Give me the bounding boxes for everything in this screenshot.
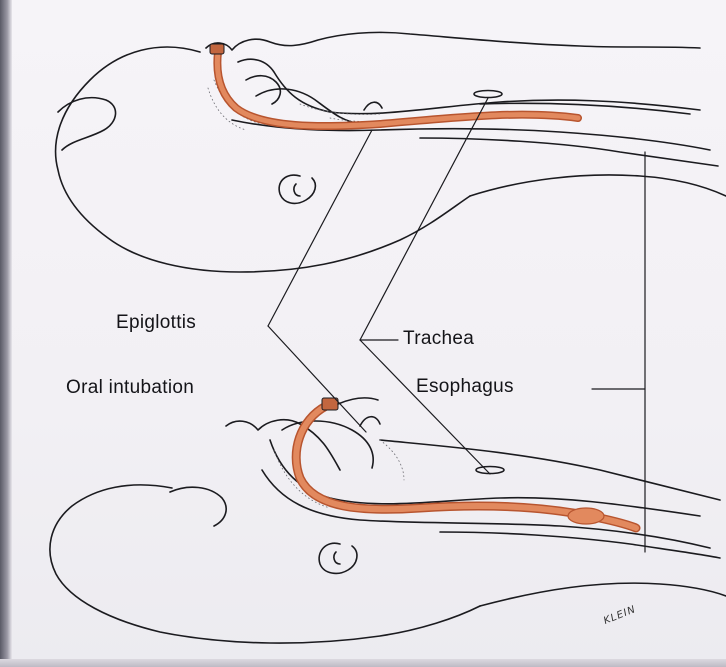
bottom-chin [170, 487, 226, 526]
bottom-tube-cuff [568, 508, 604, 524]
top-neck-back [470, 175, 726, 196]
bottom-ear-inner [334, 552, 340, 564]
bottom-head [50, 398, 726, 643]
top-tube-connector [210, 44, 224, 54]
bottom-neck-back [480, 583, 726, 606]
label-esophagus: Esophagus [416, 376, 514, 398]
top-cartilage [474, 91, 502, 98]
bottom-cartilage [476, 467, 504, 474]
top-chin [58, 98, 116, 150]
top-head [56, 32, 726, 272]
bottom-epiglottis [360, 417, 380, 426]
leader-epiglottis-top [268, 130, 372, 326]
label-oral-intubation: Oral intubation [66, 377, 194, 399]
leader-trachea-top [360, 98, 488, 340]
top-epiglottis [364, 102, 382, 110]
label-epiglottis: Epiglottis [116, 312, 196, 334]
top-airway-upper [238, 59, 700, 113]
label-trachea: Trachea [403, 328, 474, 350]
page-bottom-edge [0, 659, 726, 667]
leader-lines [268, 98, 645, 552]
bottom-ear [319, 543, 357, 573]
leader-trachea-bottom [360, 340, 490, 474]
top-head-outline [56, 47, 470, 272]
bottom-esophagus-line [440, 532, 720, 558]
bottom-neck-front [380, 440, 720, 500]
top-nose [206, 32, 700, 50]
top-ear [279, 175, 315, 203]
top-ear-inner [294, 184, 300, 196]
top-tube [217, 52, 578, 126]
bottom-pilot-line [338, 398, 378, 404]
bottom-face [226, 420, 340, 470]
